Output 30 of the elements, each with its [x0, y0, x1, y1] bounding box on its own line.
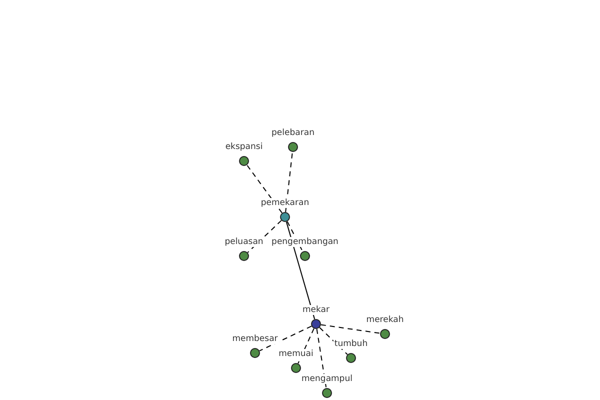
node-label: pemekaran — [260, 198, 310, 208]
graph-node — [291, 363, 301, 373]
graph-node — [239, 251, 249, 261]
graph-node — [300, 251, 310, 261]
node-label: merekah — [365, 315, 405, 325]
graph-node — [250, 348, 260, 358]
node-label: mengampul — [300, 374, 354, 384]
graph-node — [311, 319, 321, 329]
dashed-connector — [259, 326, 312, 352]
node-label: memuai — [278, 349, 314, 359]
dashed-connector — [247, 220, 282, 254]
dashed-connector — [298, 328, 314, 364]
dashed-connector — [320, 324, 381, 334]
dashed-connector — [319, 326, 348, 356]
graph-node — [239, 156, 249, 166]
node-label: mekar — [302, 305, 330, 315]
graph-node — [346, 353, 356, 363]
node-label: pelebaran — [270, 128, 316, 138]
dashed-connector — [285, 151, 293, 213]
graph-node — [322, 388, 332, 398]
node-label: pengembangan — [270, 237, 340, 247]
graph-node — [288, 142, 298, 152]
dashed-connector — [246, 164, 283, 214]
node-label: tumbuh — [333, 339, 369, 349]
graph-node — [380, 329, 390, 339]
node-label: ekspansi — [224, 142, 264, 152]
graph-node — [280, 212, 290, 222]
dashed-connector — [316, 328, 327, 389]
node-label: membesar — [231, 334, 279, 344]
node-label: peluasan — [224, 237, 264, 247]
